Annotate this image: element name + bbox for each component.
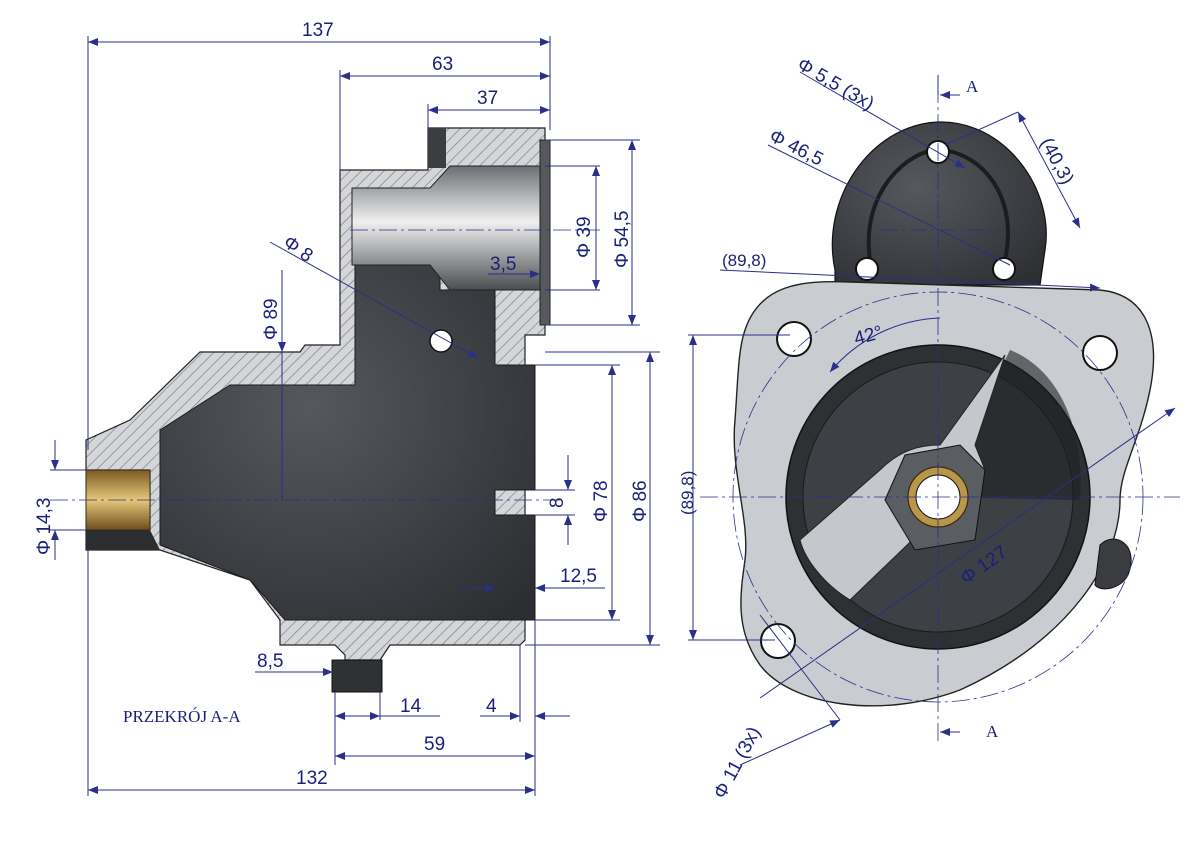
dim-4: 4: [486, 696, 497, 717]
mount-hole-top-right: [1082, 335, 1118, 371]
solenoid-hole-right: [992, 257, 1016, 281]
dim-8-5: 8,5: [257, 651, 283, 672]
dim-14-3: Φ 14,3: [34, 498, 55, 555]
section-view: [50, 127, 600, 693]
solenoid-hole-left: [855, 257, 879, 281]
dim-5-5: Φ 5,5 (3x): [794, 54, 878, 115]
inner-cavity: [159, 264, 536, 621]
dim-14: 14: [400, 696, 422, 717]
mount-hole-top-left: [776, 321, 812, 357]
dim-39: Φ 39: [574, 216, 595, 258]
dim-12-5: 12,5: [560, 566, 597, 587]
dim-8-hole: Φ 8: [279, 232, 316, 267]
dim-137: 137: [302, 20, 334, 41]
dim-11: Φ 11 (3x): [710, 723, 765, 802]
section-mark-bottom: A: [986, 722, 999, 741]
dim-54-5: Φ 54,5: [612, 211, 633, 268]
dim-89-8-left: (89,8): [678, 471, 697, 515]
dim-63: 63: [432, 54, 453, 75]
foot: [331, 659, 383, 693]
section-dimensions: 137 63 37 Φ 39 Φ 54,5 Φ 8 3,5 Φ 89 Φ 78 …: [34, 20, 660, 796]
dim-86: Φ 86: [630, 480, 651, 522]
front-view: [700, 85, 1180, 745]
dim-40-3: (40,3): [1036, 134, 1078, 188]
dim-8: 8: [547, 497, 568, 508]
dim-89-8-top: (89,8): [722, 251, 766, 270]
section-label: PRZEKRÓJ A-A: [123, 707, 241, 726]
mount-hole-bottom-left: [760, 623, 796, 659]
dim-78: Φ 78: [591, 480, 612, 522]
dim-59: 59: [424, 734, 445, 755]
dim-3-5: 3,5: [490, 254, 516, 275]
hole-8: [429, 329, 453, 353]
dim-37: 37: [477, 88, 498, 109]
section-mark-top: A: [966, 77, 979, 96]
dim-132: 132: [296, 768, 328, 789]
dim-89: Φ 89: [261, 298, 282, 340]
dim-46-5: Φ 46,5: [766, 126, 827, 171]
